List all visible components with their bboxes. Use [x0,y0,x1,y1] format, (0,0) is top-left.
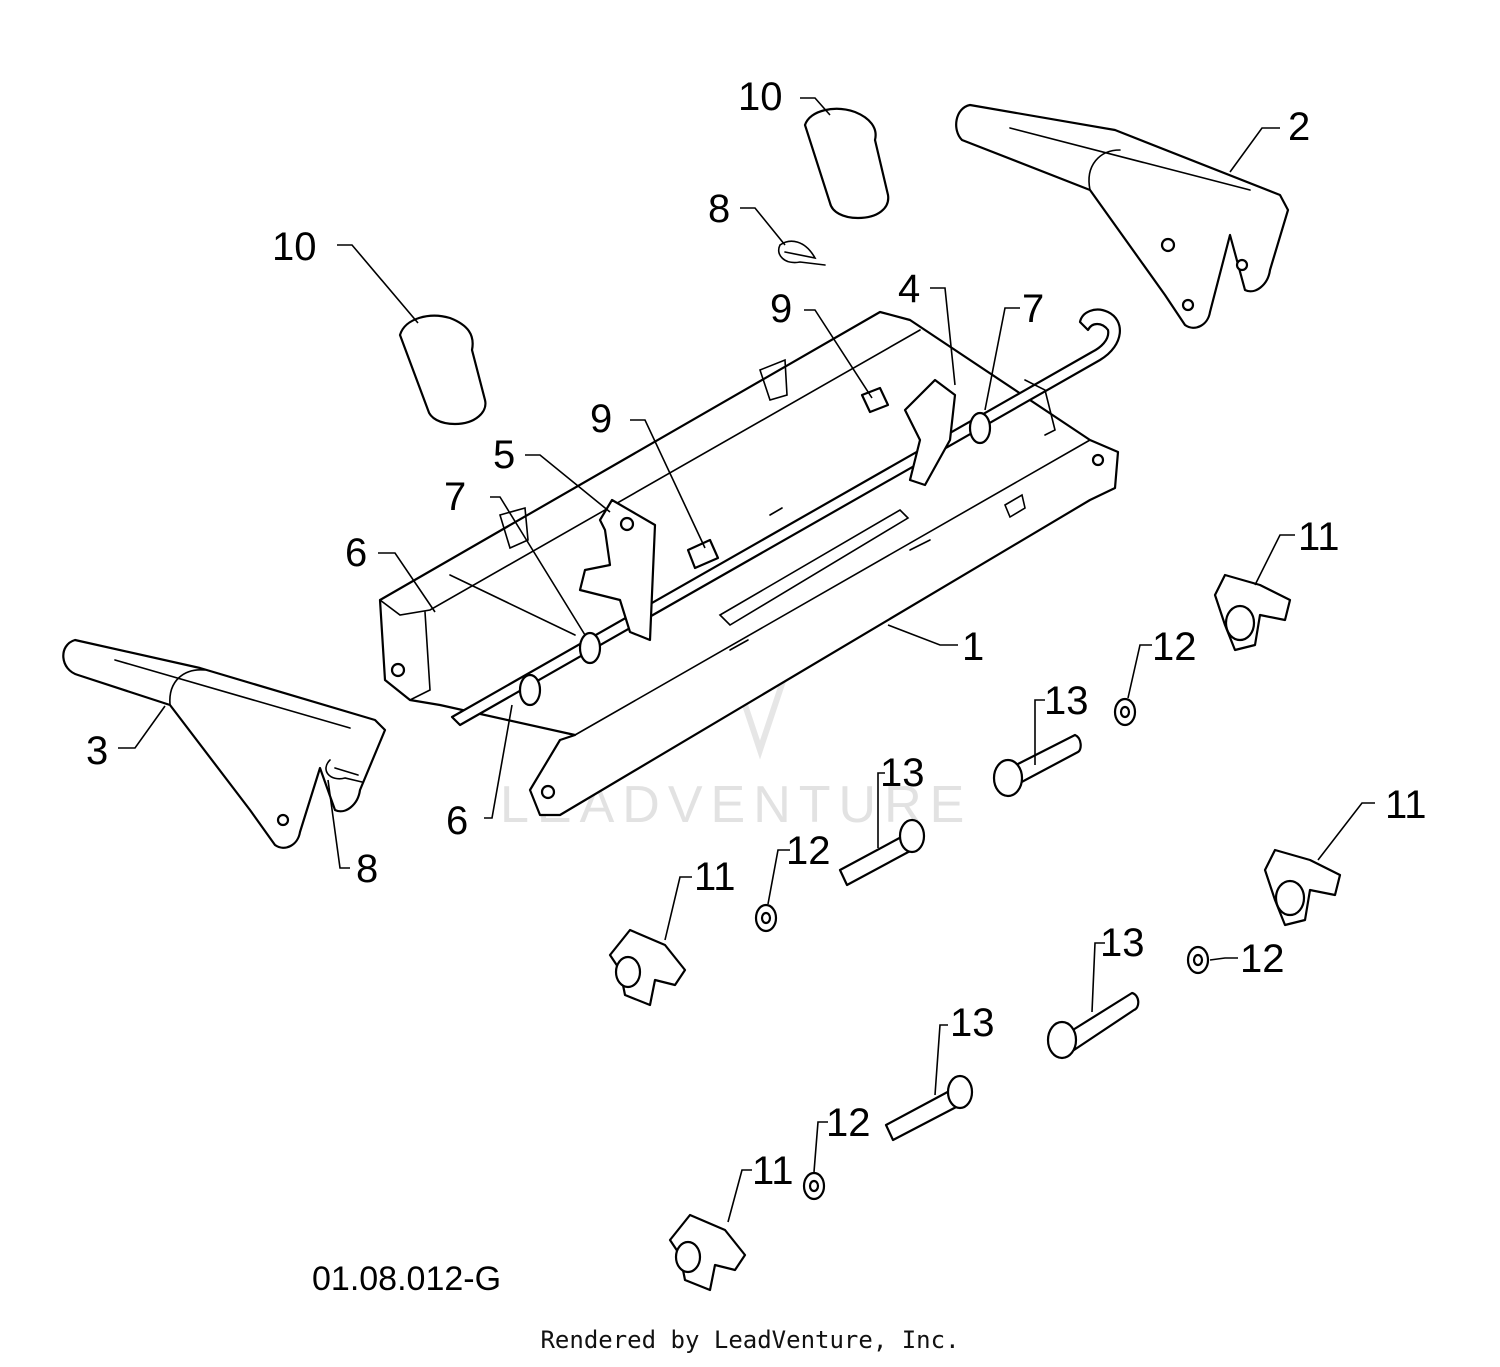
callout-7b: 7 [1022,287,1044,331]
callout-12a: 12 [1152,625,1197,669]
callout-7a: 7 [444,475,466,519]
callout-9b: 9 [770,287,792,331]
star-knobs [608,573,1342,1292]
star-knob-2 [1263,848,1342,927]
bolt-2 [838,818,926,887]
callout-labels: 1 2 3 4 5 6 6 7 7 8 8 9 9 10 10 11 11 11… [86,75,1427,1193]
callout-11d: 11 [752,1149,794,1193]
leader-lines [118,97,1375,1223]
callout-8b: 8 [356,847,378,891]
callout-12d: 12 [826,1101,871,1145]
callout-9a: 9 [590,397,612,441]
washers [754,697,1210,1201]
callout-11c: 11 [694,855,736,899]
grip-knobs [398,107,890,426]
footer-credit: Rendered by LeadVenture, Inc. [540,1326,960,1354]
lever-handle-left [62,638,387,849]
callout-8a: 8 [708,187,730,231]
lever-handle-right [955,103,1290,329]
callout-5: 5 [493,433,515,477]
callout-4: 4 [898,267,920,311]
callout-13d: 13 [950,1001,995,1045]
callout-12c: 12 [1240,937,1285,981]
callout-13a: 13 [1044,679,1089,723]
callout-6a: 6 [345,531,367,575]
star-knob-3 [608,928,687,1007]
callout-3: 3 [86,729,108,773]
bushings [498,358,992,707]
callout-12b: 12 [786,829,831,873]
carriage-bolts [838,733,1140,1142]
callout-2: 2 [1288,105,1310,149]
rod-assembly [450,308,1121,727]
callout-1: 1 [962,625,984,669]
callout-10a: 10 [272,225,317,269]
frame-bracket [378,310,1120,817]
bolt-1 [992,733,1082,798]
star-knob-1 [1213,573,1292,652]
callout-6b: 6 [446,799,468,843]
callout-13b: 13 [880,751,925,795]
bolt-4 [884,1074,974,1142]
callout-13c: 13 [1100,921,1145,965]
callout-11a: 11 [1298,515,1340,559]
lever-plate [578,498,657,642]
callout-11b: 11 [1385,783,1427,827]
bolt-3 [1046,991,1140,1060]
callout-10b: 10 [738,75,783,119]
star-knob-4 [668,1213,747,1292]
drawing-code: 01.08.012-G [312,1260,501,1298]
